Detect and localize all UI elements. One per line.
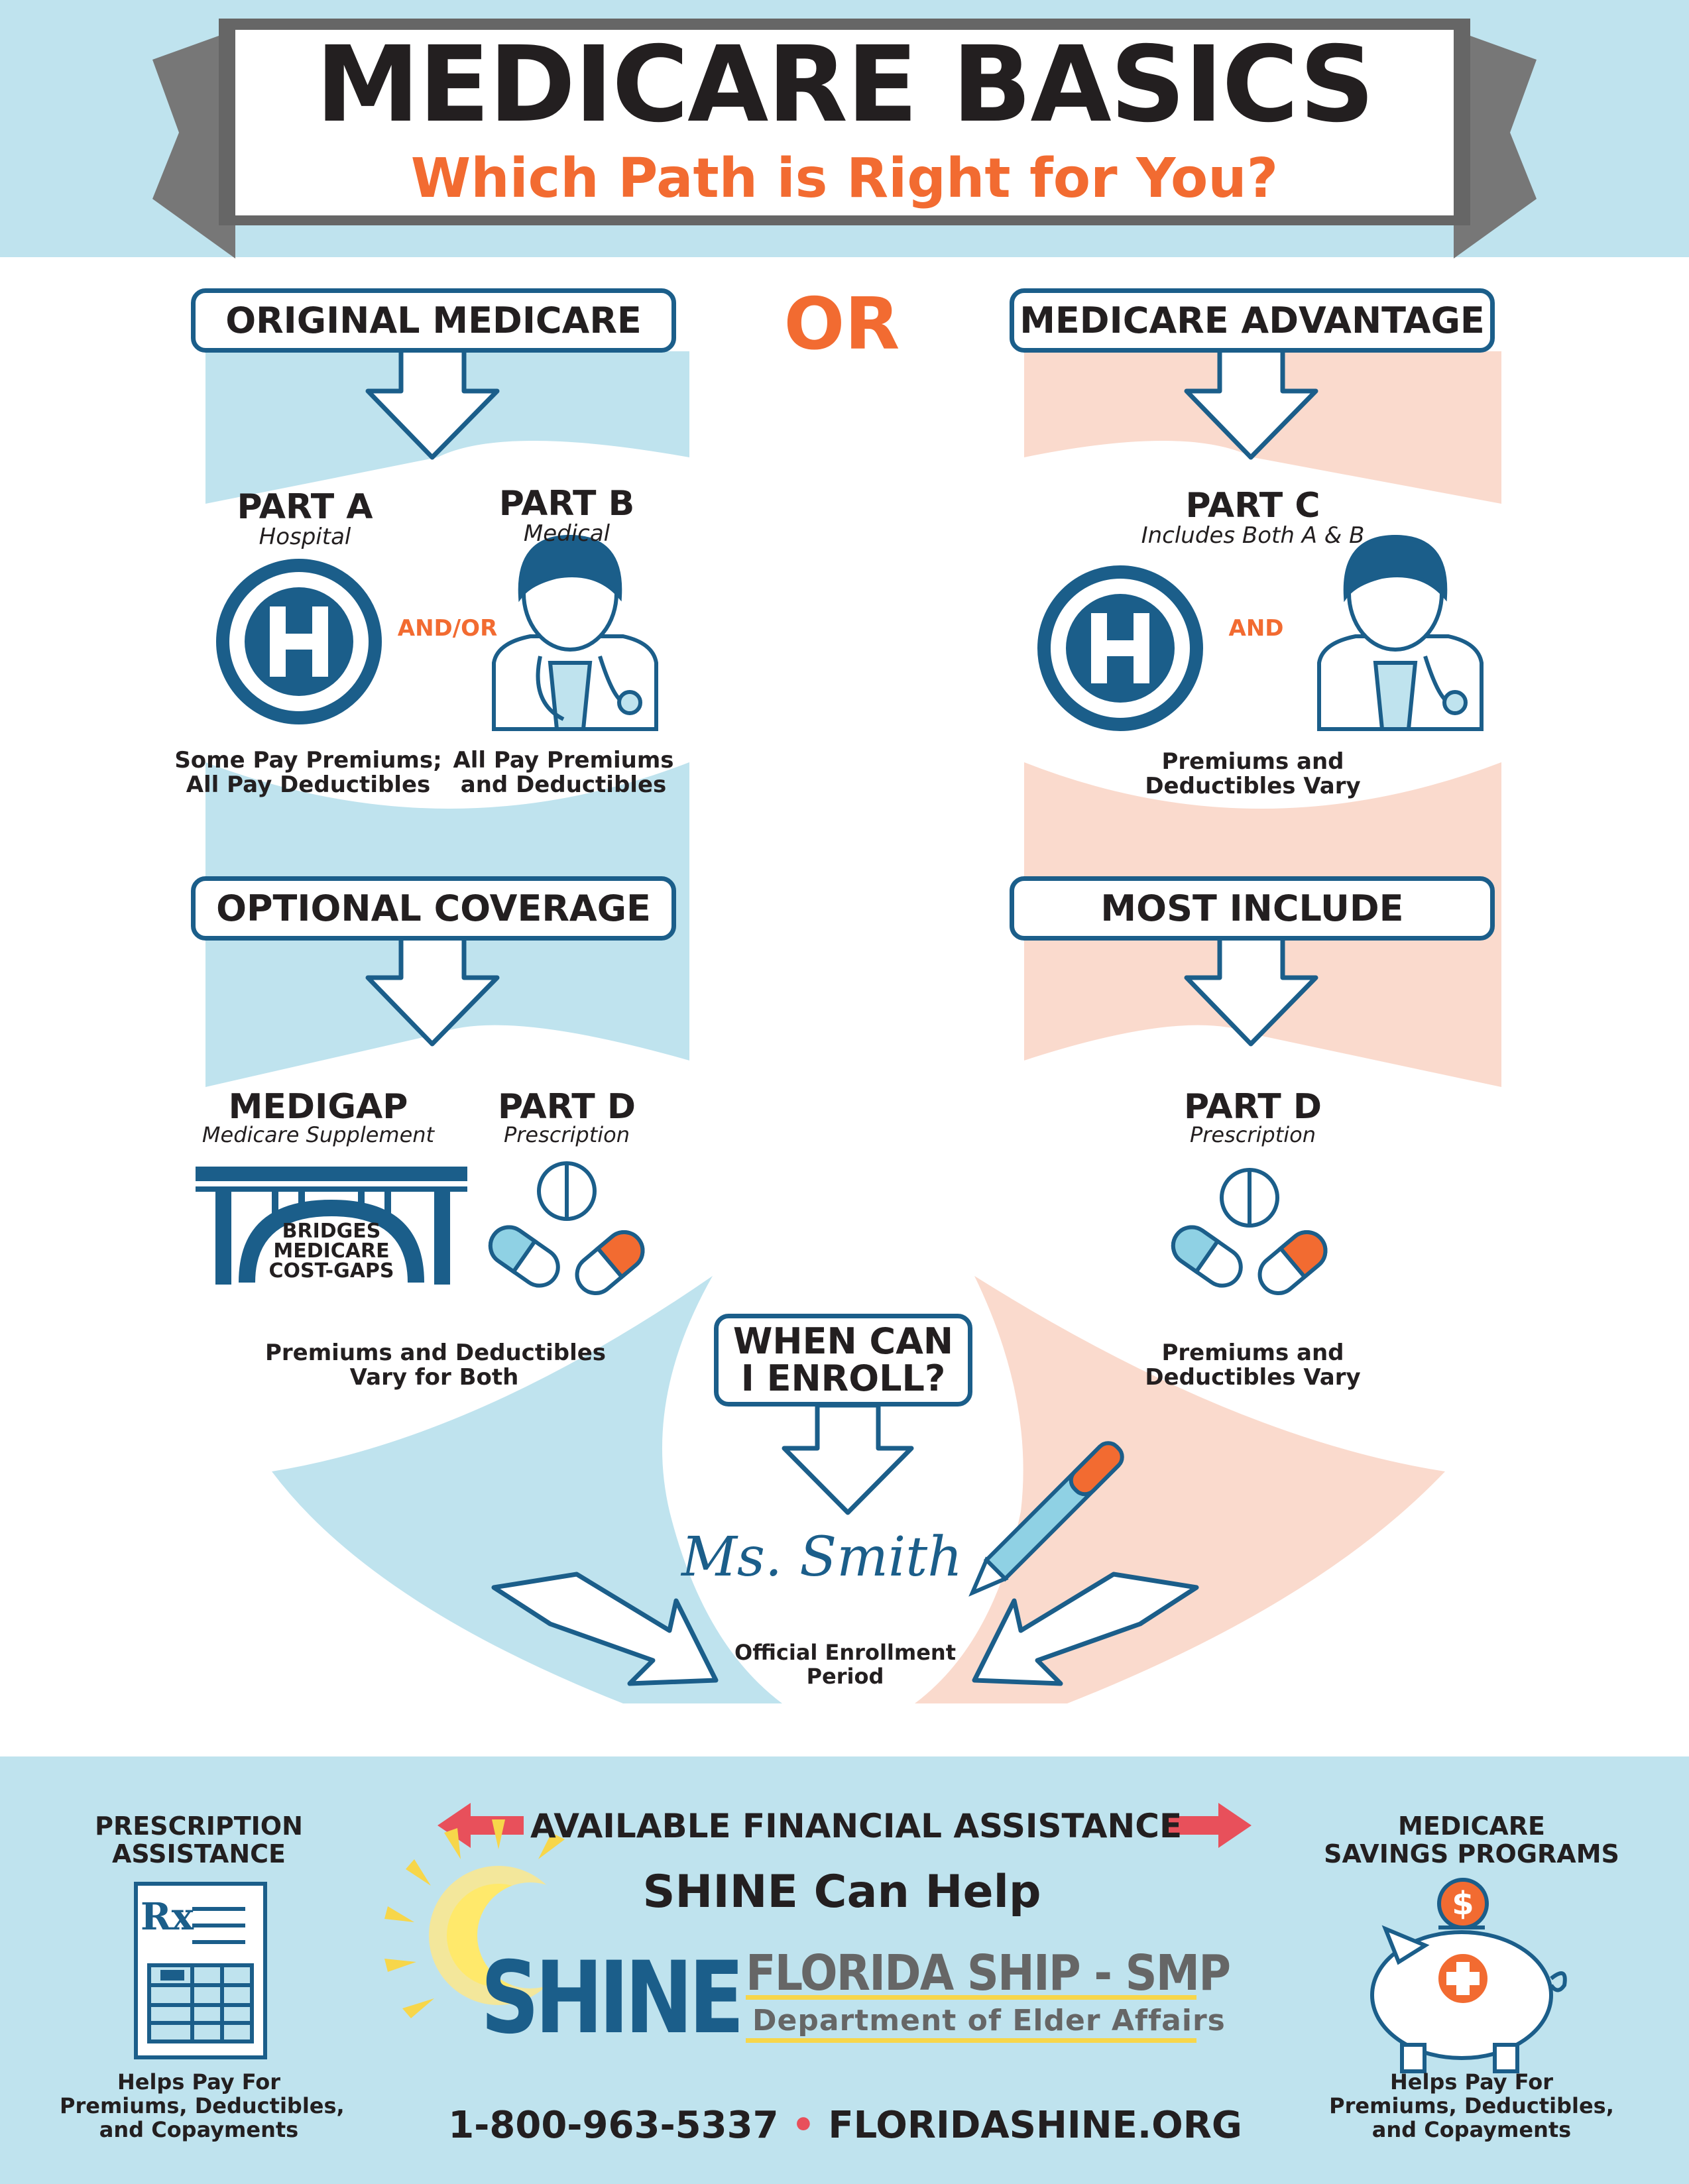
part-b-desc: Medical bbox=[523, 520, 611, 547]
rx-assistance-title-1: PRESCRIPTION bbox=[95, 1811, 303, 1841]
and-or-connector: AND/OR bbox=[397, 615, 498, 642]
savings-programs-desc-1: Helps Pay For bbox=[1389, 2069, 1554, 2095]
logo-program: FLORIDA SHIP - SMP bbox=[746, 1945, 1231, 2002]
medigap-name: MEDIGAP bbox=[228, 1087, 408, 1127]
when-enroll-line-2: I ENROLL? bbox=[740, 1357, 946, 1399]
part-d-right-name: PART D bbox=[1183, 1087, 1322, 1127]
piggy-bank-icon bbox=[1370, 1878, 1567, 2073]
signature: Ms. Smith bbox=[681, 1526, 963, 1589]
part-d-left-name: PART D bbox=[497, 1087, 636, 1127]
arrow-right-curve-icon bbox=[491, 1572, 719, 1686]
enrollment-caption-1: Official Enrollment bbox=[734, 1640, 956, 1665]
coin-symbol: $ bbox=[1452, 1885, 1474, 1922]
part-b-name: PART B bbox=[498, 484, 635, 524]
savings-programs-desc-3: and Copayments bbox=[1371, 2117, 1572, 2142]
financial-assistance-label: AVAILABLE FINANCIAL ASSISTANCE bbox=[530, 1807, 1183, 1845]
rx-assistance-desc-3: and Copayments bbox=[99, 2117, 299, 2142]
bridge-label-1: BRIDGES bbox=[282, 1220, 381, 1243]
savings-programs-title-1: MEDICARE bbox=[1398, 1811, 1545, 1841]
phone-number[interactable]: 1-800-963-5337 bbox=[448, 2104, 779, 2147]
left-u-curve bbox=[272, 1276, 782, 1703]
most-include-heading: MOST INCLUDE bbox=[1010, 876, 1495, 941]
arrow-left-icon bbox=[437, 1803, 524, 1848]
rx-assistance-desc-1: Helps Pay For bbox=[117, 2069, 281, 2095]
original-medicare-heading: ORIGINAL MEDICARE bbox=[191, 288, 676, 353]
website-link[interactable]: FLORIDASHINE.ORG bbox=[828, 2104, 1242, 2147]
part-b-note-1: All Pay Premiums bbox=[453, 747, 674, 774]
arrow-right-icon bbox=[1165, 1803, 1252, 1848]
ribbon-right-tail bbox=[1454, 30, 1537, 259]
medicare-advantage-heading: MEDICARE ADVANTAGE bbox=[1010, 288, 1495, 353]
contact-line: 1-800-963-5337 • FLORIDASHINE.ORG bbox=[398, 2102, 1293, 2149]
when-enroll-line-1: WHEN CAN bbox=[732, 1320, 954, 1362]
original-coverage-note-2: Vary for Both bbox=[349, 1364, 519, 1391]
enrollment-caption-2: Period bbox=[806, 1664, 884, 1689]
logo-shine: SHINE bbox=[481, 1941, 744, 2056]
bridge-icon bbox=[196, 1167, 467, 1285]
pen-icon bbox=[968, 1441, 1124, 1597]
doctor-icon bbox=[492, 534, 658, 731]
part-d-right-note-2: Deductibles Vary bbox=[1145, 1364, 1361, 1391]
savings-programs-title-2: SAVINGS PROGRAMS bbox=[1324, 1839, 1619, 1868]
page-subtitle: Which Path is Right for You? bbox=[410, 147, 1279, 210]
part-a-desc: Hospital bbox=[259, 524, 351, 550]
original-coverage-note-1: Premiums and Deductibles bbox=[265, 1340, 607, 1366]
page-title: MEDICARE BASICS bbox=[316, 24, 1375, 146]
logo-rule bbox=[746, 1995, 1196, 2000]
part-b-note-2: and Deductibles bbox=[460, 772, 667, 798]
part-c-note-2: Deductibles Vary bbox=[1145, 773, 1361, 799]
contact-separator: • bbox=[791, 2104, 815, 2147]
part-c-name: PART C bbox=[1185, 486, 1320, 526]
part-a-note-2: All Pay Deductibles bbox=[186, 772, 431, 798]
prescription-pad-icon bbox=[134, 1882, 267, 2059]
banner-panel bbox=[235, 30, 1454, 215]
hospital-icon bbox=[1037, 565, 1203, 731]
ribbon-left-tail bbox=[152, 30, 235, 259]
rx-symbol: Rx bbox=[141, 1895, 194, 1939]
part-c-note-1: Premiums and bbox=[1161, 748, 1344, 775]
optional-coverage-heading: OPTIONAL COVERAGE bbox=[191, 876, 676, 941]
sun-icon bbox=[384, 1819, 583, 2018]
part-a-name: PART A bbox=[237, 487, 373, 527]
part-d-right-desc: Prescription bbox=[1189, 1122, 1316, 1147]
logo-rule bbox=[746, 2038, 1196, 2043]
savings-programs-desc-2: Premiums, Deductibles, bbox=[1329, 2093, 1614, 2118]
hospital-icon bbox=[216, 559, 382, 724]
pills-icon bbox=[488, 1161, 645, 1295]
bridge-label-3: COST-GAPS bbox=[268, 1259, 394, 1283]
when-enroll-box: WHEN CAN I ENROLL? bbox=[714, 1314, 972, 1407]
part-a-note-1: Some Pay Premiums; bbox=[174, 747, 442, 774]
rx-assistance-title-2: ASSISTANCE bbox=[112, 1839, 286, 1868]
arrow-left-curve-icon bbox=[972, 1572, 1199, 1686]
doctor-icon bbox=[1317, 534, 1484, 731]
part-c-desc: Includes Both A & B bbox=[1141, 522, 1365, 549]
right-u-curve bbox=[915, 1276, 1445, 1703]
part-d-right-note-1: Premiums and bbox=[1161, 1340, 1344, 1366]
arrow-down-icon bbox=[782, 1403, 914, 1515]
shine-can-help: SHINE Can Help bbox=[642, 1866, 1041, 1918]
or-label: OR bbox=[784, 283, 900, 366]
pills-icon bbox=[1171, 1168, 1328, 1295]
medigap-desc: Medicare Supplement bbox=[202, 1122, 435, 1147]
bridge-label-2: MEDICARE bbox=[273, 1239, 390, 1263]
part-d-left-desc: Prescription bbox=[503, 1122, 630, 1147]
rx-assistance-desc-2: Premiums, Deductibles, bbox=[60, 2093, 345, 2118]
logo-department: Department of Elder Affairs bbox=[752, 2004, 1226, 2038]
and-connector: AND bbox=[1228, 615, 1284, 642]
